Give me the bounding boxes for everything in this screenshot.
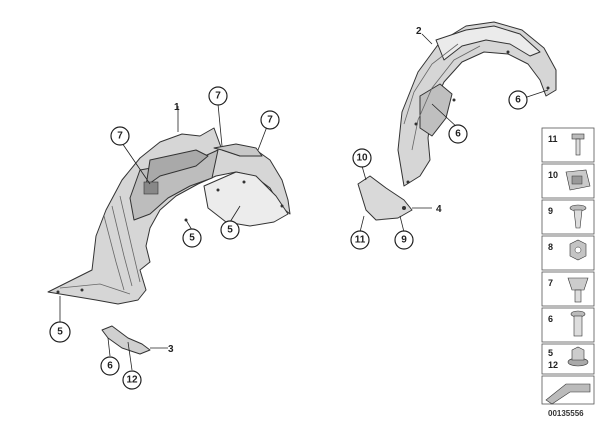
clip-nut-icon xyxy=(567,277,589,303)
svg-text:12: 12 xyxy=(548,360,558,370)
seal-strip-icon xyxy=(545,383,591,405)
callout-11-bracket[interactable]: 11 xyxy=(350,230,370,250)
clip xyxy=(101,325,151,355)
callout-10-bracket[interactable]: 10 xyxy=(352,148,372,168)
label-part-3: 3 xyxy=(168,344,174,355)
label-part-1: 1 xyxy=(174,102,180,113)
bracket xyxy=(357,175,413,221)
legend-item-seal-strip[interactable] xyxy=(541,375,595,405)
callout-12-clip[interactable]: 12 xyxy=(122,370,142,390)
svg-text:9: 9 xyxy=(548,206,553,216)
svg-text:7: 7 xyxy=(117,131,123,142)
svg-text:6: 6 xyxy=(548,314,553,324)
callout-6-rear-right[interactable]: 6 xyxy=(508,90,528,110)
legend-item-10[interactable]: 10 xyxy=(541,163,595,199)
svg-text:11: 11 xyxy=(548,134,558,144)
svg-text:10: 10 xyxy=(548,170,558,180)
svg-text:5: 5 xyxy=(189,233,195,244)
callout-5-right[interactable]: 5 xyxy=(220,220,240,240)
fastener-legend: 11 10 9 8 xyxy=(541,127,595,405)
svg-text:7: 7 xyxy=(548,278,553,288)
screw-icon xyxy=(571,133,585,156)
legend-item-9[interactable]: 9 xyxy=(541,199,595,235)
callout-6-clip[interactable]: 6 xyxy=(100,356,120,376)
callout-6-rear-mid[interactable]: 6 xyxy=(448,124,468,144)
callout-5-lower-left[interactable]: 5 xyxy=(49,321,71,343)
rear-wheel-arch-liner xyxy=(397,21,557,187)
speed-nut-icon xyxy=(565,169,591,191)
document-number: 00135556 xyxy=(548,409,584,418)
plastic-rivet-icon xyxy=(570,310,586,337)
svg-text:10: 10 xyxy=(356,153,368,164)
collar-nut-icon xyxy=(567,346,589,367)
leader-lines xyxy=(59,33,549,371)
svg-text:6: 6 xyxy=(107,361,113,372)
legend-item-11[interactable]: 11 xyxy=(541,127,595,163)
front-wheel-arch-liner xyxy=(47,127,291,305)
svg-text:5: 5 xyxy=(548,348,553,358)
svg-text:9: 9 xyxy=(401,235,407,246)
svg-text:6: 6 xyxy=(515,95,521,106)
svg-text:7: 7 xyxy=(215,91,221,102)
label-part-2: 2 xyxy=(416,26,422,37)
callout-7-right[interactable]: 7 xyxy=(260,110,280,130)
callout-9-bracket[interactable]: 9 xyxy=(394,230,414,250)
callout-7-top[interactable]: 7 xyxy=(208,86,228,106)
svg-text:6: 6 xyxy=(455,129,461,140)
legend-item-7[interactable]: 7 xyxy=(541,271,595,307)
svg-text:8: 8 xyxy=(548,242,553,252)
callout-7-left[interactable]: 7 xyxy=(110,126,130,146)
svg-text:7: 7 xyxy=(267,115,273,126)
label-part-4: 4 xyxy=(436,204,442,215)
legend-item-8[interactable]: 8 xyxy=(541,235,595,271)
callout-5-mid[interactable]: 5 xyxy=(182,228,202,248)
legend-item-5-12[interactable]: 5 12 xyxy=(541,343,595,375)
hex-nut-icon xyxy=(569,239,587,261)
svg-text:5: 5 xyxy=(227,225,233,236)
svg-text:12: 12 xyxy=(126,375,138,386)
legend-item-6[interactable]: 6 xyxy=(541,307,595,343)
svg-text:5: 5 xyxy=(57,327,63,338)
expanding-rivet-icon xyxy=(569,204,587,229)
svg-text:11: 11 xyxy=(355,235,366,246)
